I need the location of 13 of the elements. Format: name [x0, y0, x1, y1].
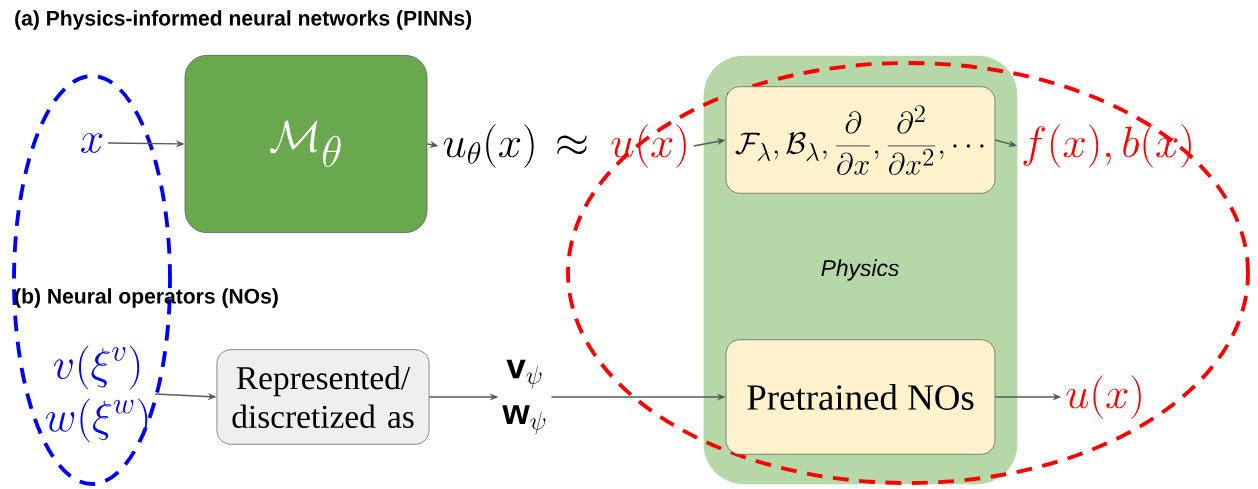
output-function: $u(x)$ [1066, 375, 1141, 419]
output-expression: $u_\theta(x)$ [443, 124, 534, 168]
target-function: $u(x)$ [611, 124, 686, 168]
process-box: Represented/ discretized as [216, 349, 430, 445]
discrete-representation: $\mathbf{v}_\psi$ $\mathbf{w}_\psi$ [502, 359, 546, 435]
input-variable: $x$ [81, 133, 103, 153]
heading: (a) Physics-informed neural networks (PINNs) [15, 10, 472, 30]
operator-box: $\mathcal{F}_\lambda, \mathcal{B}_\lambda, \frac{\partial}{\partial x}, \frac{\partial^2}{\partial x^2}, \cdots$ [725, 86, 996, 194]
model-box: $\mathcal{M}_\theta$ [184, 55, 428, 233]
approx-sign: $\approx$ [557, 135, 587, 155]
output-functions: $f(x), b(x)$ [1023, 124, 1191, 168]
input-functions: $v(\xi^v)$ $w(\xi^w)$ [45, 345, 148, 443]
operator-box: Pretrained NOs [725, 339, 996, 455]
